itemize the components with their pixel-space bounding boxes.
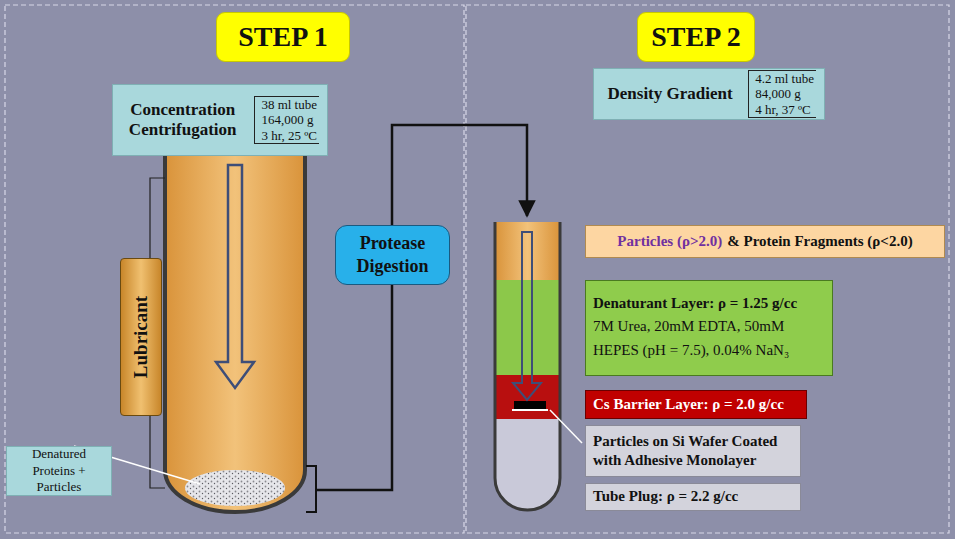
label-text: Lubricant [130,296,152,378]
label-text: Tube Plug: ρ = 2.2 g/cc [593,487,793,507]
layer-label: Particles on Si Wafer Coated with Adhesi… [585,425,801,477]
leader-line [550,410,582,443]
label-text: STEP 2 [645,19,747,55]
process-box: Concentration Centrifugation 38 ml tube16… [112,84,328,156]
flow-line [316,285,392,490]
panel-frames [5,5,949,533]
label-text: Particles (ρ>2.0) [617,233,722,250]
label-text: 38 ml tube [261,97,317,113]
label-text: 4 hr, 37 ºC [755,102,814,118]
label-text: Concentration Centrifugation [121,100,244,139]
label-text: Denaturant Layer: ρ = 1.25 g/cc [593,294,825,314]
label-text: 7M Urea, 20mM EDTA, 50mM HEPES (pH = 7.5… [593,314,825,362]
gradient-tube [495,222,560,519]
bracket: 38 ml tube164,000 g3 hr, 25 ºC [254,96,319,145]
label-text: Particles on Si Wafer Coated with Adhesi… [593,432,793,471]
label-text: Protease Digestion [343,232,442,279]
label-text: 84,000 g [755,86,814,102]
centrifuge-tube [165,150,305,512]
step-badge: STEP 1 [216,12,350,62]
label-text: Cs Barrier Layer: ρ = 2.0 g/cc [593,395,799,415]
label-text: 164,000 g [261,112,317,128]
bracket: 4.2 ml tube84,000 g4 hr, 37 ºC [748,70,816,119]
layer-label: Tube Plug: ρ = 2.2 g/cc [585,483,801,511]
label-text: Denatured Proteins + Particles [14,446,104,497]
label-text: STEP 1 [224,19,342,55]
layer-label: Particles (ρ>2.0) & Protein Fragments (ρ<… [585,225,945,258]
label-text: & Protein Fragments (ρ<2.0) [727,233,912,250]
process-box: Protease Digestion [335,225,450,285]
callout-box: Denatured Proteins + Particles [6,446,112,496]
label-text: Density Gradient [602,84,738,104]
step-badge: STEP 2 [637,12,755,62]
layer-label: Cs Barrier Layer: ρ = 2.0 g/cc [585,390,807,419]
label-text: 3 hr, 25 ºC [261,128,317,144]
layer-label: Denaturant Layer: ρ = 1.25 g/cc7M Urea, … [585,280,833,376]
pellet-bracket [306,466,316,512]
label-text: 4.2 ml tube [755,71,814,87]
process-box: Density Gradient 4.2 ml tube84,000 g4 hr,… [593,68,825,120]
lubricant-label: Lubricant [120,258,162,416]
flow-arrow [392,125,527,225]
